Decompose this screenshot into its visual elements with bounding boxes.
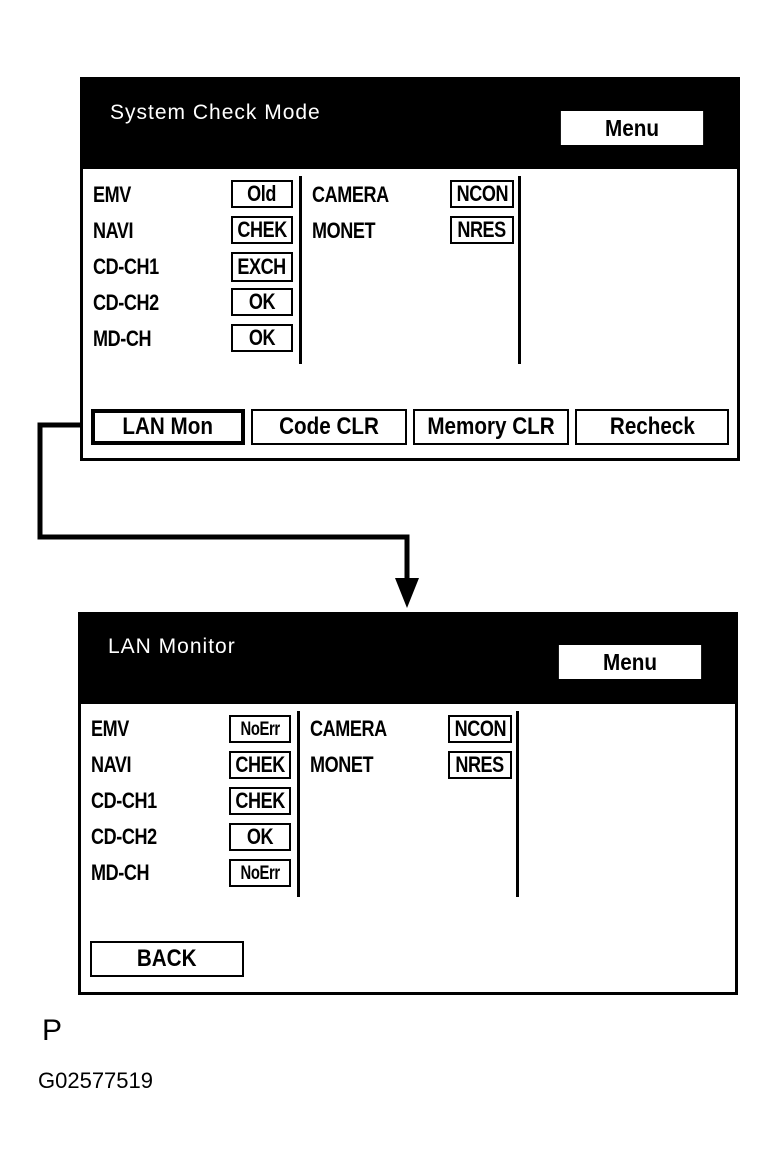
figure-letter: P [42, 1014, 63, 1047]
item-value-camera: NCON [450, 180, 514, 208]
column-divider-1 [299, 176, 302, 364]
code-clr-button[interactable]: Code CLR [251, 409, 407, 445]
item-value-monet: NRES [448, 751, 512, 779]
item-label-camera: CAMERA [312, 182, 389, 207]
item-value-md-ch: NoErr [229, 859, 291, 887]
lan-monitor-titlebar: LAN Monitor Menu [81, 615, 735, 704]
recheck-button[interactable]: Recheck [575, 409, 729, 445]
system-check-menu-button[interactable]: Menu [560, 111, 704, 145]
system-check-screen: System Check Mode Menu EMV NAVI CD-CH1 C… [80, 77, 740, 461]
item-label-camera: CAMERA [310, 716, 387, 741]
item-value-monet: NRES [450, 216, 514, 244]
item-label-monet: MONET [310, 752, 374, 777]
back-button[interactable]: BACK [90, 941, 244, 977]
item-value-cd-ch2: OK [229, 823, 291, 851]
item-label-md-ch: MD-CH [93, 326, 152, 351]
item-value-camera: NCON [448, 715, 512, 743]
column-divider-2 [518, 176, 521, 364]
item-value-navi: CHEK [229, 751, 291, 779]
lan-monitor-title: LAN Monitor [108, 635, 236, 658]
column-divider-1 [297, 711, 300, 897]
system-check-titlebar: System Check Mode Menu [83, 80, 737, 169]
item-value-md-ch: OK [231, 324, 293, 352]
item-label-cd-ch2: CD-CH2 [93, 290, 159, 315]
item-label-md-ch: MD-CH [91, 860, 150, 885]
item-value-cd-ch1: CHEK [229, 787, 291, 815]
figure-code: G02577519 [38, 1068, 153, 1093]
item-value-cd-ch2: OK [231, 288, 293, 316]
item-label-emv: EMV [93, 182, 131, 207]
item-value-emv: NoErr [229, 715, 291, 743]
item-label-navi: NAVI [93, 218, 134, 243]
memory-clr-button[interactable]: Memory CLR [413, 409, 569, 445]
column-divider-2 [516, 711, 519, 897]
item-value-cd-ch1: EXCH [231, 252, 293, 282]
item-label-cd-ch2: CD-CH2 [91, 824, 157, 849]
item-value-navi: CHEK [231, 216, 293, 244]
item-label-cd-ch1: CD-CH1 [91, 788, 157, 813]
lan-mon-button[interactable]: LAN Mon [91, 409, 245, 445]
item-value-emv: Old [231, 180, 293, 208]
lan-monitor-screen: LAN Monitor Menu EMV NAVI CD-CH1 CD-CH2 … [78, 612, 738, 995]
item-label-monet: MONET [312, 218, 376, 243]
item-label-navi: NAVI [91, 752, 132, 777]
item-label-emv: EMV [91, 716, 129, 741]
item-label-cd-ch1: CD-CH1 [93, 254, 159, 279]
lan-monitor-menu-button[interactable]: Menu [558, 645, 702, 679]
system-check-title: System Check Mode [110, 101, 321, 124]
